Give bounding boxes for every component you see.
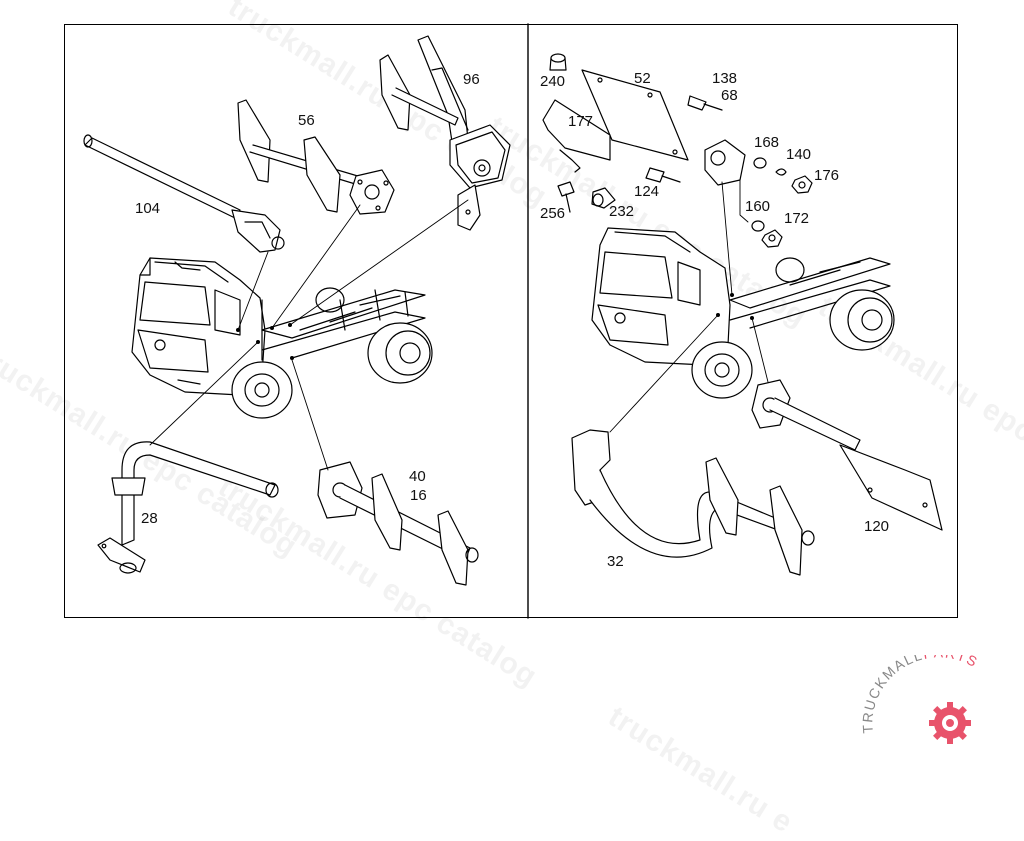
right-leader-lines [609,314,769,433]
gear-icon [929,702,971,744]
callout-104: 104 [135,200,161,217]
callout-138: 138 [712,70,738,87]
part-104-tube [83,134,285,253]
callout-176: 176 [814,167,840,184]
callout-240: 240 [540,73,566,90]
exploded-parts-diagram [83,23,943,619]
callout-124: 124 [634,183,660,200]
callout-16: 16 [410,487,427,504]
callout-160: 160 [745,198,771,215]
part-56-bracket [237,99,395,215]
part-96-bracket [379,35,511,231]
callout-40: 40 [409,468,426,485]
callout-168: 168 [754,134,780,151]
right-hardware [542,53,813,296]
callout-52: 52 [634,70,651,87]
callout-56: 56 [298,112,315,129]
callout-232: 232 [609,203,635,220]
right-leader-dots [716,293,754,320]
callout-256: 256 [540,205,566,222]
callout-120: 120 [864,518,890,535]
part-32-pipe [571,429,815,576]
truckmall-parts-logo: TRUCKMALLPARTS [859,655,981,744]
left-truck-chassis [131,257,433,419]
logo-word-truckmall: TRUCKMALL [859,655,925,734]
diagram-frame [64,24,958,618]
callout-96: 96 [463,71,480,88]
left-leader-lines [149,199,469,471]
left-leader-dots [236,323,294,360]
right-truck-chassis [591,227,895,399]
part-120-plate [751,379,943,531]
callout-172: 172 [784,210,810,227]
logo-word-parts: PARTS [922,655,981,670]
callout-177: 177 [568,113,594,130]
part-28-tube [97,441,279,574]
callout-68: 68 [721,87,738,104]
callout-32: 32 [607,553,624,570]
part-40-16-bracket [317,461,479,586]
callout-28: 28 [141,510,158,527]
callout-140: 140 [786,146,812,163]
